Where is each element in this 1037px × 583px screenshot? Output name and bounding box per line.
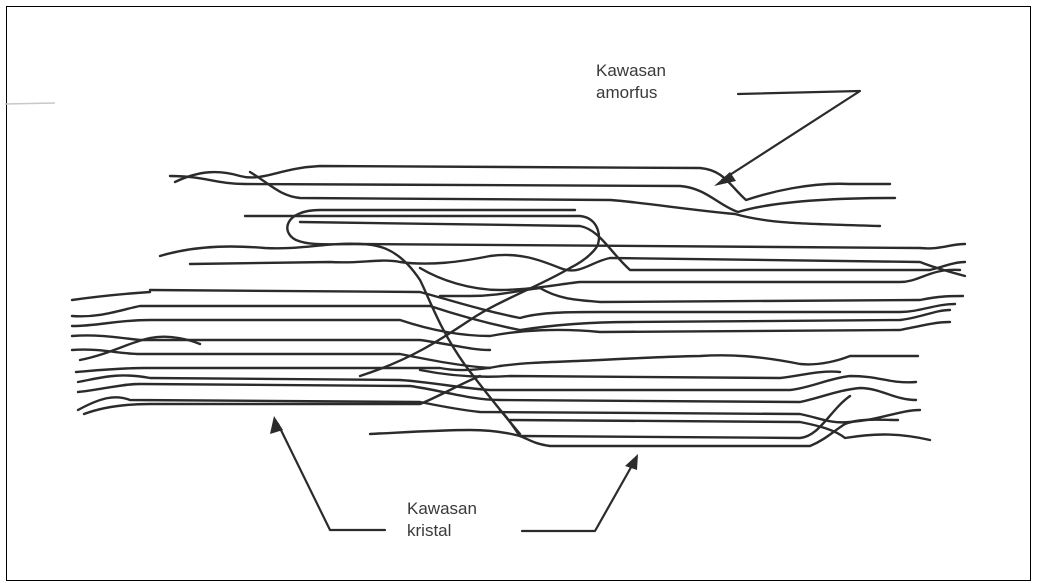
chain-upper-6 (160, 244, 965, 256)
chain-upper-2 (170, 176, 895, 212)
crystal-arrowhead-right (625, 454, 638, 470)
scan-mark (5, 103, 55, 104)
crystal-leader-right (522, 462, 634, 531)
crystal-label-line1: Kawasan (407, 498, 477, 520)
crystal-region-label: Kawasan kristal (407, 498, 477, 542)
crystal-label-line2: kristal (407, 520, 477, 542)
polymer-chains (72, 166, 965, 446)
chain-middle-7 (72, 350, 490, 368)
amorphous-region-label: Kawasan amorfus (596, 60, 666, 104)
amorphous-leader-line (722, 91, 860, 180)
amorphous-label-line1: Kawasan (596, 60, 666, 82)
chain-middle-9 (76, 366, 500, 372)
chain-lower-2 (420, 370, 840, 378)
chain-middle-1 (420, 268, 960, 290)
chain-lower-4 (78, 384, 916, 402)
chain-upper-7 (190, 255, 965, 276)
amorphous-label-line2: amorfus (596, 82, 666, 104)
chain-lower-8 (520, 420, 898, 446)
chain-upper-3 (250, 172, 880, 226)
crystal-leader-left (278, 424, 385, 530)
chain-lower-1 (500, 355, 918, 366)
